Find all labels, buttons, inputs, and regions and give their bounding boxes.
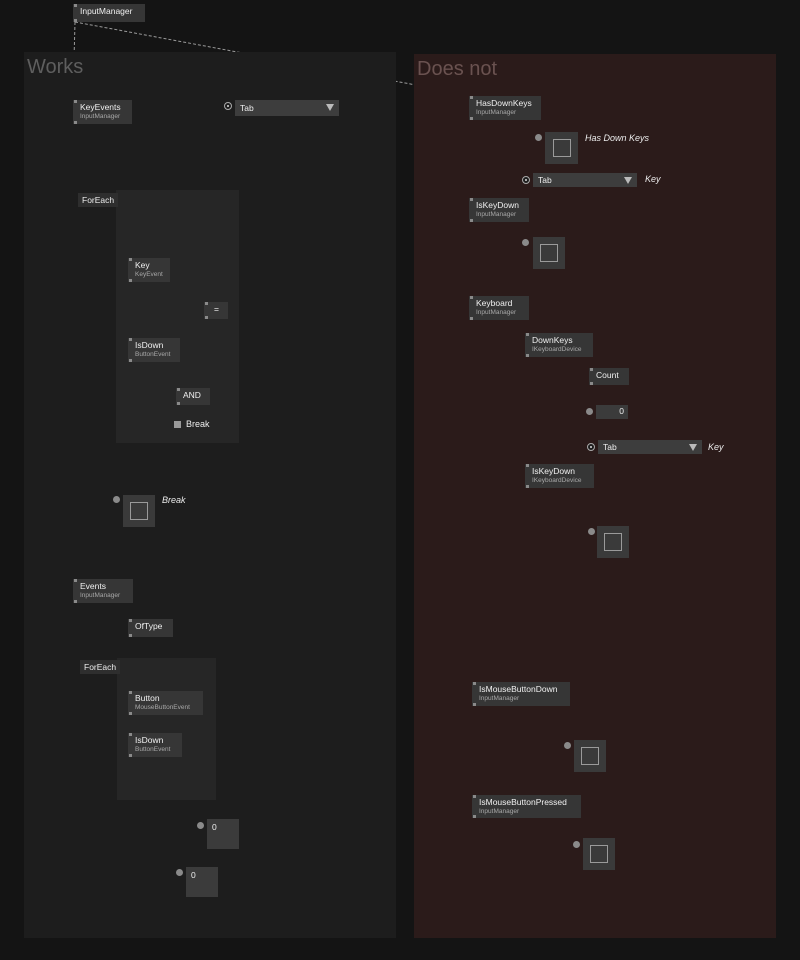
node-is-down-1[interactable]: IsDown ButtonEvent [128, 338, 180, 362]
node-title: AND [183, 390, 201, 400]
chevron-down-icon[interactable] [326, 104, 334, 111]
node-and[interactable]: AND [176, 388, 210, 405]
node-title: IsMouseButtonPressed [479, 797, 567, 807]
output-pin-count[interactable] [586, 408, 593, 415]
label-break: Break [162, 495, 186, 505]
wire-inputmanager-to-keyevents [72, 21, 76, 99]
toggle-mouse-down[interactable] [574, 740, 606, 772]
node-equals[interactable]: = [204, 302, 228, 319]
toggle-break[interactable] [123, 495, 155, 527]
toggle-is-key-down-1[interactable] [533, 237, 565, 269]
node-type: InputManager [80, 113, 121, 120]
node-type: IKeyboardDevice [532, 346, 582, 353]
node-foreach-1[interactable]: ForEach [78, 193, 119, 207]
node-is-key-down-2[interactable]: IsKeyDown IKeyboardDevice [525, 464, 594, 488]
node-key[interactable]: Key KeyEvent [128, 258, 170, 282]
node-button[interactable]: Button MouseButtonEvent [128, 691, 203, 715]
node-count[interactable]: Count [589, 368, 629, 385]
node-title: Count [596, 370, 619, 380]
node-keyboard[interactable]: Keyboard InputManager [469, 296, 529, 320]
node-type: InputManager [476, 109, 517, 116]
node-type: InputManager [476, 211, 517, 218]
value-zero-2[interactable]: 0 [186, 867, 218, 897]
toggle-mouse-pressed[interactable] [583, 838, 615, 870]
label-key-1: Key [645, 174, 661, 184]
enum-value: Tab [240, 103, 254, 113]
enum-input-pin[interactable] [224, 102, 232, 110]
value-text: 0 [212, 822, 217, 832]
node-type: InputManager [479, 808, 520, 815]
toggle-has-down-keys[interactable] [545, 132, 578, 164]
enum-value: Tab [603, 442, 617, 452]
value-text: 0 [619, 406, 624, 416]
output-pin-break[interactable] [113, 496, 120, 503]
node-is-key-down-1[interactable]: IsKeyDown InputManager [469, 198, 529, 222]
label-has-down-keys: Has Down Keys [585, 133, 650, 143]
node-break[interactable]: Break [174, 419, 210, 429]
output-pin-mouse-down[interactable] [564, 742, 571, 749]
enum-tab-1[interactable]: Tab [533, 173, 637, 187]
value-zero-1[interactable]: 0 [207, 819, 239, 849]
node-of-type[interactable]: OfType [128, 619, 173, 637]
node-title: OfType [135, 621, 163, 631]
node-title: IsMouseButtonDown [479, 684, 558, 694]
node-title: IsKeyDown [476, 200, 519, 210]
toggle-is-key-down-2[interactable] [597, 526, 629, 558]
value-text: 0 [191, 870, 196, 880]
output-pin-is-key-down-1[interactable] [522, 239, 529, 246]
region-works: Works [24, 52, 396, 938]
output-pin-mouse-pressed[interactable] [573, 841, 580, 848]
node-events[interactable]: Events InputManager [73, 579, 133, 603]
node-inputmanager[interactable]: InputManager [73, 4, 145, 22]
enum-tab-2[interactable]: Tab [598, 440, 702, 454]
chevron-down-icon[interactable] [624, 177, 632, 184]
node-down-keys[interactable]: DownKeys IKeyboardDevice [525, 333, 593, 357]
node-title: InputManager [80, 6, 133, 16]
node-title: = [214, 304, 219, 314]
enum-input-pin-2[interactable] [587, 443, 595, 451]
node-type: ButtonEvent [135, 746, 171, 753]
node-key-events[interactable]: KeyEvents InputManager [73, 100, 132, 124]
enum-input-pin-1[interactable] [522, 176, 530, 184]
output-pin-value-2[interactable] [176, 869, 183, 876]
node-type: KeyEvent [135, 271, 163, 278]
enum-value: Tab [538, 175, 552, 185]
node-title: IsKeyDown [532, 466, 575, 476]
node-title: Events [80, 581, 106, 591]
label-key-2: Key [708, 442, 724, 452]
value-count[interactable]: 0 [596, 405, 628, 419]
output-pin-has-down-keys[interactable] [535, 134, 542, 141]
node-title: Keyboard [476, 298, 513, 308]
node-is-mouse-button-down[interactable]: IsMouseButtonDown InputManager [472, 682, 570, 706]
node-title: ForEach [84, 662, 117, 672]
region-title-works: Works [27, 56, 84, 78]
node-type: MouseButtonEvent [135, 704, 190, 711]
chevron-down-icon[interactable] [689, 444, 697, 451]
node-title: Key [135, 260, 150, 270]
node-type: InputManager [80, 592, 121, 599]
node-type: InputManager [479, 695, 520, 702]
node-is-down-2[interactable]: IsDown ButtonEvent [128, 733, 182, 757]
node-has-down-keys[interactable]: HasDownKeys InputManager [469, 96, 541, 120]
node-title: Break [186, 419, 210, 429]
region-title-does-not: Does not [417, 58, 498, 80]
node-type: ButtonEvent [135, 351, 171, 358]
node-title: IsDown [135, 735, 164, 745]
enum-tab-works[interactable]: Tab [235, 100, 339, 116]
output-pin-value-1[interactable] [197, 822, 204, 829]
node-type: InputManager [476, 309, 517, 316]
node-title: IsDown [135, 340, 164, 350]
node-title: DownKeys [532, 335, 573, 345]
output-pin-is-key-down-2[interactable] [588, 528, 595, 535]
node-title: KeyEvents [80, 102, 121, 112]
node-title: ForEach [82, 195, 115, 205]
node-title: Button [135, 693, 160, 703]
node-foreach-2[interactable]: ForEach [80, 660, 121, 674]
node-title: HasDownKeys [476, 98, 532, 108]
node-type: IKeyboardDevice [532, 477, 582, 484]
node-is-mouse-button-pressed[interactable]: IsMouseButtonPressed InputManager [472, 795, 581, 818]
foreach-region-2[interactable] [117, 658, 216, 800]
